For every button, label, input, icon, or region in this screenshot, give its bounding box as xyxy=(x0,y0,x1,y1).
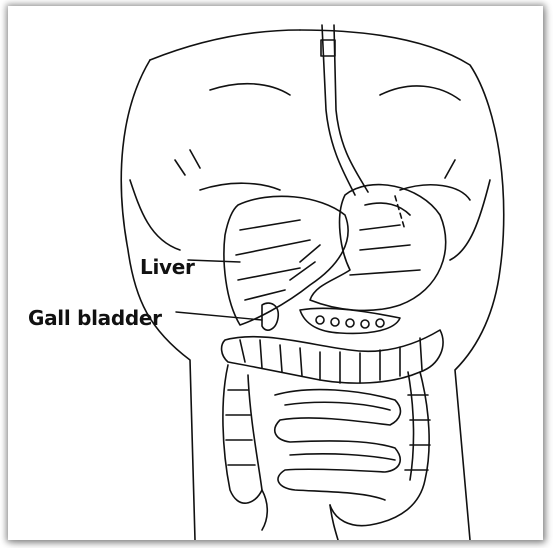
digestive-system-illustration xyxy=(8,6,543,540)
liver-label: Liver xyxy=(140,255,195,279)
gall-bladder-leader-line xyxy=(176,312,262,320)
small-intestine xyxy=(275,390,401,500)
gall-bladder xyxy=(262,303,278,330)
ascending-colon xyxy=(223,365,262,503)
esophagus xyxy=(322,25,355,195)
pancreas xyxy=(300,308,400,333)
transverse-colon xyxy=(222,330,444,383)
torso-outline xyxy=(121,60,195,540)
diagram-frame: Liver Gall bladder xyxy=(8,6,543,540)
liver-leader-line xyxy=(188,260,240,262)
gall-bladder-label: Gall bladder xyxy=(28,306,162,330)
